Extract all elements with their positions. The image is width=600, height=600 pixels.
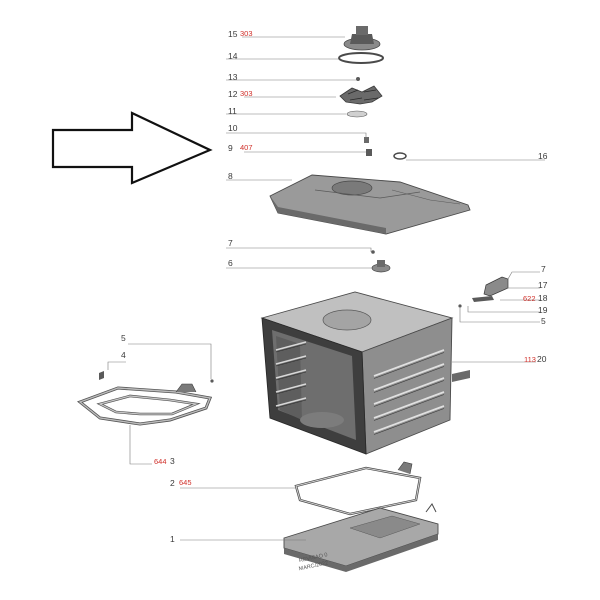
callout-number: 20 xyxy=(537,354,547,364)
callout-number: 19 xyxy=(538,305,548,315)
lamp-holder-part xyxy=(371,260,391,273)
lamp-screw-part xyxy=(371,250,375,254)
bottom-plate-part xyxy=(283,503,439,572)
callout-code: 113 xyxy=(524,355,536,364)
callout-number: 5 xyxy=(121,333,126,343)
callout-number: 8 xyxy=(228,171,233,181)
callout-code: 303 xyxy=(240,89,253,98)
back-panel-part xyxy=(269,174,471,235)
grill-clip-part xyxy=(99,371,104,380)
oven-cavity-part xyxy=(260,291,470,455)
callout-7-right: 7 xyxy=(541,264,546,274)
grill-element-part xyxy=(76,383,213,426)
washer-part xyxy=(346,110,368,118)
callout-number: 5 xyxy=(541,316,546,326)
callout-19: 19 xyxy=(538,305,548,315)
callout-code: 407 xyxy=(240,143,253,152)
revision-line-1: REVISAO 0 xyxy=(299,552,329,564)
leader-lines xyxy=(107,36,545,541)
callout-5-right: 5 xyxy=(541,316,546,326)
sensor-screw-part xyxy=(458,304,462,308)
callout-number: 11 xyxy=(228,106,237,116)
callout-12: 12 303 xyxy=(228,89,253,99)
callout-number: 13 xyxy=(228,72,238,82)
grill-screw-part xyxy=(210,379,214,383)
sensor-part xyxy=(472,296,494,302)
callout-code: 644 xyxy=(154,457,167,466)
callout-number: 14 xyxy=(228,51,238,61)
pointer-arrow xyxy=(51,111,213,185)
callout-8: 8 xyxy=(228,171,233,181)
callout-number: 4 xyxy=(121,350,126,360)
callout-number: 17 xyxy=(538,280,548,290)
callout-number: 10 xyxy=(228,123,238,133)
callout-number: 18 xyxy=(538,293,548,303)
bottom-heater-part xyxy=(294,461,422,516)
callout-number: 16 xyxy=(538,151,548,161)
callout-number: 1 xyxy=(170,534,175,544)
callout-17: 17 xyxy=(538,280,548,290)
callout-14: 14 xyxy=(228,51,238,61)
callout-16: 16 xyxy=(538,151,548,161)
callout-10: 10 xyxy=(228,123,238,133)
callout-code: 645 xyxy=(179,478,192,487)
callout-number: 3 xyxy=(170,456,175,466)
gasket-part xyxy=(393,152,407,160)
callout-13: 13 xyxy=(228,72,238,82)
callout-number: 6 xyxy=(228,258,233,268)
clip-part xyxy=(366,149,372,156)
callout-5-left: 5 xyxy=(121,333,126,343)
callout-number: 7 xyxy=(228,238,233,248)
switch-bracket-part xyxy=(483,276,509,297)
callout-number: 2 xyxy=(170,478,175,488)
callout-4: 4 xyxy=(121,350,126,360)
callout-1: 1 xyxy=(170,534,175,544)
callout-7-upper: 7 xyxy=(228,238,233,248)
callout-11: 11 xyxy=(228,106,237,116)
callout-9: 9 407 xyxy=(228,143,253,153)
callout-number: 7 xyxy=(541,264,546,274)
fan-blade-part xyxy=(339,85,383,105)
callout-number: 15 xyxy=(228,29,238,39)
callout-3: 644 3 xyxy=(154,456,175,466)
callout-18: 622 18 xyxy=(523,293,548,303)
nut-part xyxy=(364,137,369,143)
fan-motor-part xyxy=(343,26,381,51)
motor-plate-part xyxy=(338,52,384,64)
callout-code: 622 xyxy=(523,294,536,303)
callout-2: 2 645 xyxy=(170,478,192,488)
callout-20: 113 20 xyxy=(524,354,547,364)
callout-code: 303 xyxy=(240,29,253,38)
callout-15: 15 303 xyxy=(228,29,253,39)
callout-6: 6 xyxy=(228,258,233,268)
callout-number: 12 xyxy=(228,89,238,99)
callout-number: 9 xyxy=(228,143,233,153)
screw-part xyxy=(356,77,360,81)
